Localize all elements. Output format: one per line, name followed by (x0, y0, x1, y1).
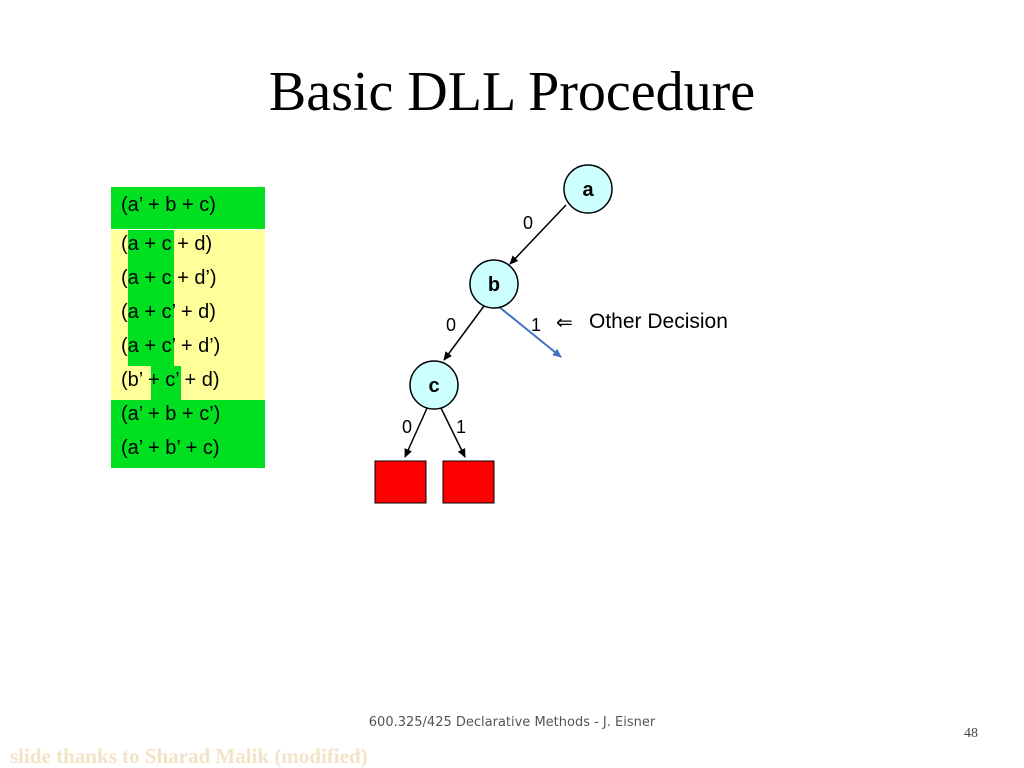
clause-text: (a’ + b + c’) (121, 403, 221, 425)
edge-label: 1 (531, 315, 541, 335)
clause-text: (a’ + b + c) (121, 194, 216, 216)
node-label: b (488, 274, 500, 296)
edge-a-b (509, 204, 567, 265)
annotation-arrow-icon: ⇐ (556, 310, 573, 334)
tree-node-c: c (409, 360, 459, 410)
tree-node-b: b (469, 259, 519, 309)
conflict-leaf-right (442, 460, 495, 504)
clause-text: (a + c’ + d) (121, 301, 216, 323)
edge-b-open (497, 305, 562, 358)
literal-column-highlight-a (128, 230, 174, 366)
clause-row: (a + c’ + d’) (111, 332, 265, 366)
clause-row: (a + c’ + d) (111, 298, 265, 332)
literal-column-highlight-b (151, 366, 181, 400)
clause-row: (a’ + b’ + c) (111, 434, 265, 468)
edge-label: 1 (456, 417, 466, 437)
edge-b-c (443, 305, 485, 361)
edge-label: 0 (402, 417, 412, 437)
edge-c-leaf-right (439, 405, 466, 458)
clause-text: (b’ + c’ + d) (121, 369, 220, 391)
clause-row: (a + c + d) (111, 230, 265, 264)
slide-credit: slide thanks to Sharad Malik (modified) (10, 744, 368, 768)
clause-row: (b’ + c’ + d) (111, 366, 265, 400)
annotation-text: Other Decision (589, 310, 728, 333)
clause-group-bottom: (a’ + b + c’) (a’ + b’ + c) (111, 400, 265, 468)
clause-text: (a + c + d) (121, 233, 213, 255)
slide-title: Basic DLL Procedure (268, 61, 756, 123)
edge-c-leaf-left (404, 405, 429, 458)
tree-node-a: a (563, 164, 613, 214)
node-label: c (428, 375, 439, 397)
edge-label: 0 (446, 315, 456, 335)
slide-footer: 600.325/425 Declarative Methods - J. Eis… (368, 715, 656, 730)
page-number: 48 (964, 726, 978, 741)
node-label: a (582, 179, 594, 201)
clause-row: (a’ + b + c) (111, 191, 265, 225)
clause-group-top: (a’ + b + c) (111, 187, 265, 229)
clause-row: (a + c + d’) (111, 264, 265, 298)
conflict-leaf-left (374, 460, 427, 504)
clause-group-middle: (a + c + d) (a + c + d’) (a + c’ + d) (a… (111, 230, 265, 400)
clause-text: (a + c’ + d’) (121, 335, 221, 357)
clause-row: (a’ + b + c’) (111, 400, 265, 434)
edge-label: 0 (523, 213, 533, 233)
clause-text: (a’ + b’ + c) (121, 437, 220, 459)
clause-text: (a + c + d’) (121, 267, 217, 289)
